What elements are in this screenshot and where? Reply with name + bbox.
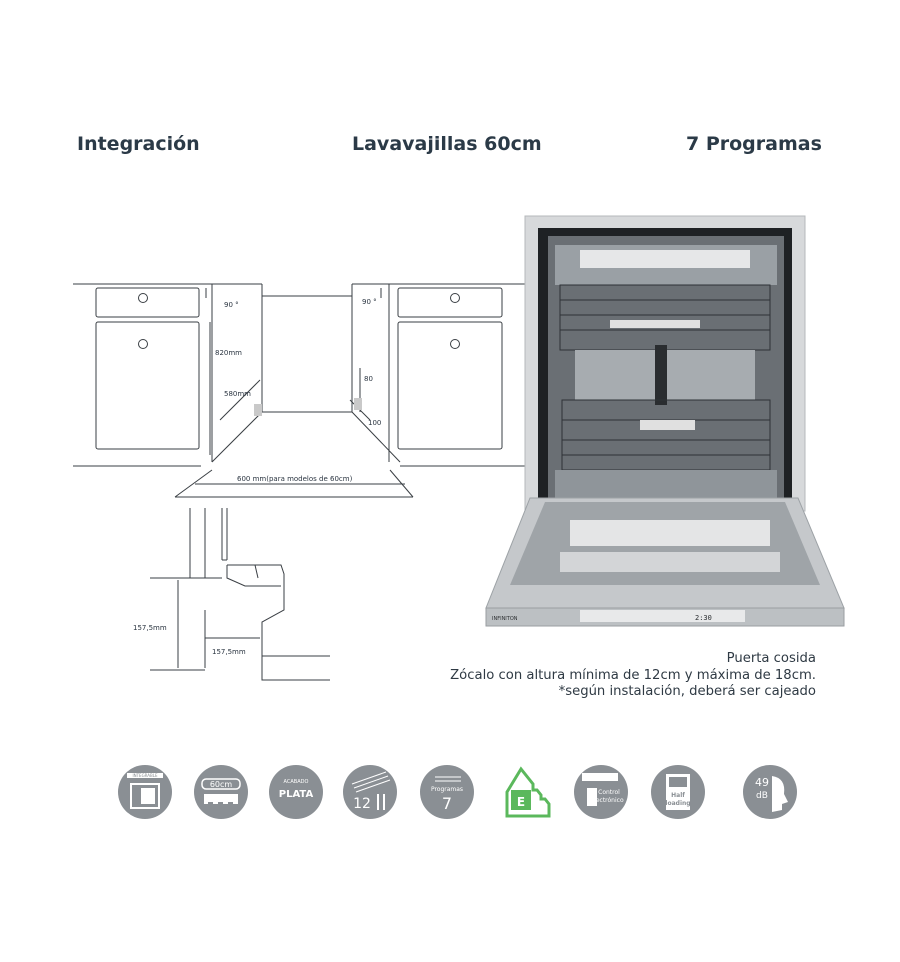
header-product-title: Lavavajillas 60cm (352, 133, 542, 155)
svg-text:INTEGRABLE: INTEGRABLE (132, 773, 158, 778)
side-vertical-label: 157,5mm (133, 624, 167, 632)
brand-label: INFINITON (492, 616, 518, 622)
control-electronico-icon: Control Electrónico (573, 764, 629, 820)
svg-text:12: 12 (353, 796, 371, 812)
svg-text:loading: loading (665, 800, 690, 807)
angle-left-label: 90 ° (224, 301, 239, 309)
display-readout: 2:30 (695, 614, 712, 622)
depth-label: 580mm (224, 390, 251, 398)
programas-icon: Programas 7 (419, 764, 475, 820)
feature-icons: INTEGRABLE 60cm ACABADO PLATA (113, 764, 803, 824)
width-60cm-icon: 60cm (193, 764, 249, 820)
dishwasher-image: INFINITON 2:30 (485, 215, 845, 627)
svg-text:Half: Half (671, 792, 685, 799)
install-notes: Puerta cosida Zócalo con altura mínima d… (420, 651, 816, 701)
height-label: 820mm (215, 349, 242, 357)
acabado-plata-icon: ACABADO PLATA (268, 764, 324, 820)
svg-text:7: 7 (442, 794, 452, 813)
svg-text:Programas: Programas (431, 786, 463, 793)
angle-right-label: 90 ° (362, 298, 377, 306)
noise-icon: 49 dB (742, 764, 798, 820)
svg-text:49: 49 (755, 776, 769, 789)
svg-text:dB: dB (756, 791, 768, 801)
svg-text:Electrónico: Electrónico (590, 797, 624, 804)
note-line: Puerta cosida (726, 651, 816, 666)
svg-text:60cm: 60cm (210, 780, 233, 789)
header-programs: 7 Programas (686, 133, 822, 155)
small-dim-label: 100 (368, 419, 381, 427)
width-label: 600 mm(para modelos de 60cm) (237, 475, 353, 483)
integrable-icon: INTEGRABLE (117, 764, 173, 820)
plinth-label: 80 (364, 375, 373, 383)
svg-text:PLATA: PLATA (279, 789, 314, 800)
svg-text:E: E (517, 795, 525, 809)
half-loading-icon: Half loading (650, 764, 706, 820)
side-horizontal-label: 157,5mm (212, 648, 246, 656)
svg-text:ACABADO: ACABADO (284, 779, 309, 785)
place-settings-icon: 12 (342, 764, 398, 820)
header-integracion: Integración (77, 133, 200, 155)
energy-class-icon: E (497, 764, 553, 820)
note-line: *según instalación, deberá ser cajeado (558, 684, 816, 699)
note-line: Zócalo con altura mínima de 12cm y máxim… (450, 667, 816, 683)
svg-text:Control: Control (598, 789, 620, 796)
